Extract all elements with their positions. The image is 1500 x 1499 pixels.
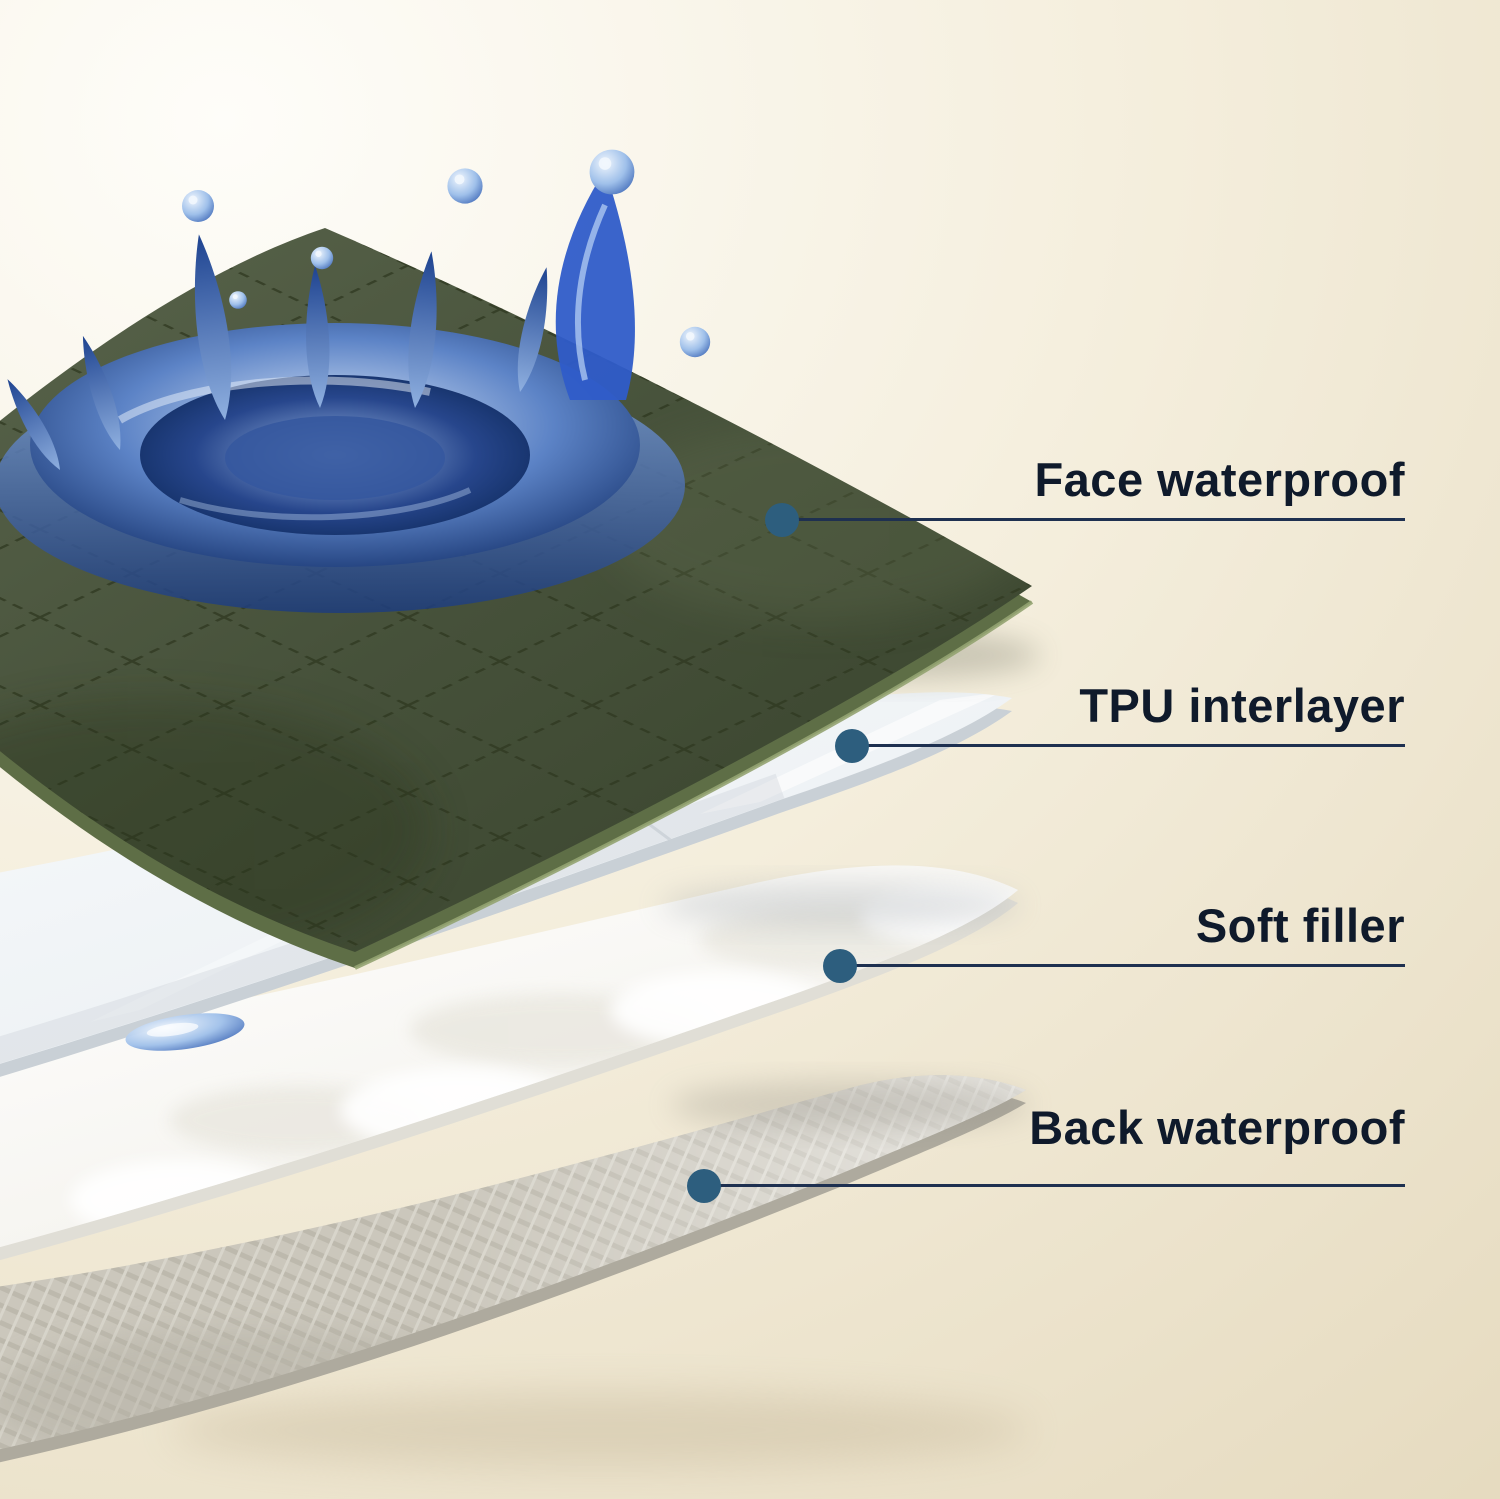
water-droplet [229,291,247,309]
annotation-line [704,1184,1405,1187]
filler-cast-shadow [670,1081,1030,1129]
annotation-line [852,744,1405,747]
water-splash [0,149,711,613]
tpu-cast-shadow [660,883,1020,927]
annotation-label: Soft filler [1195,899,1405,952]
annotation-line [840,964,1405,967]
water-droplet [310,246,334,270]
face-waterproof-layer [0,149,1034,970]
water-droplet [182,190,214,222]
water-droplet [447,168,483,204]
stack-ground-shadow [170,1392,1030,1468]
connector-dot-icon [835,729,869,763]
connector-dot-icon [765,503,799,537]
connector-dot-icon [687,1169,721,1203]
water-droplet [679,326,711,358]
water-droplet [589,149,635,195]
connector-dot-icon [823,949,857,983]
annotation-label: Face waterproof [1034,453,1405,506]
annotation-line [782,518,1405,521]
annotation-label: Back waterproof [1029,1101,1405,1154]
annotation-label: TPU interlayer [1079,679,1405,732]
